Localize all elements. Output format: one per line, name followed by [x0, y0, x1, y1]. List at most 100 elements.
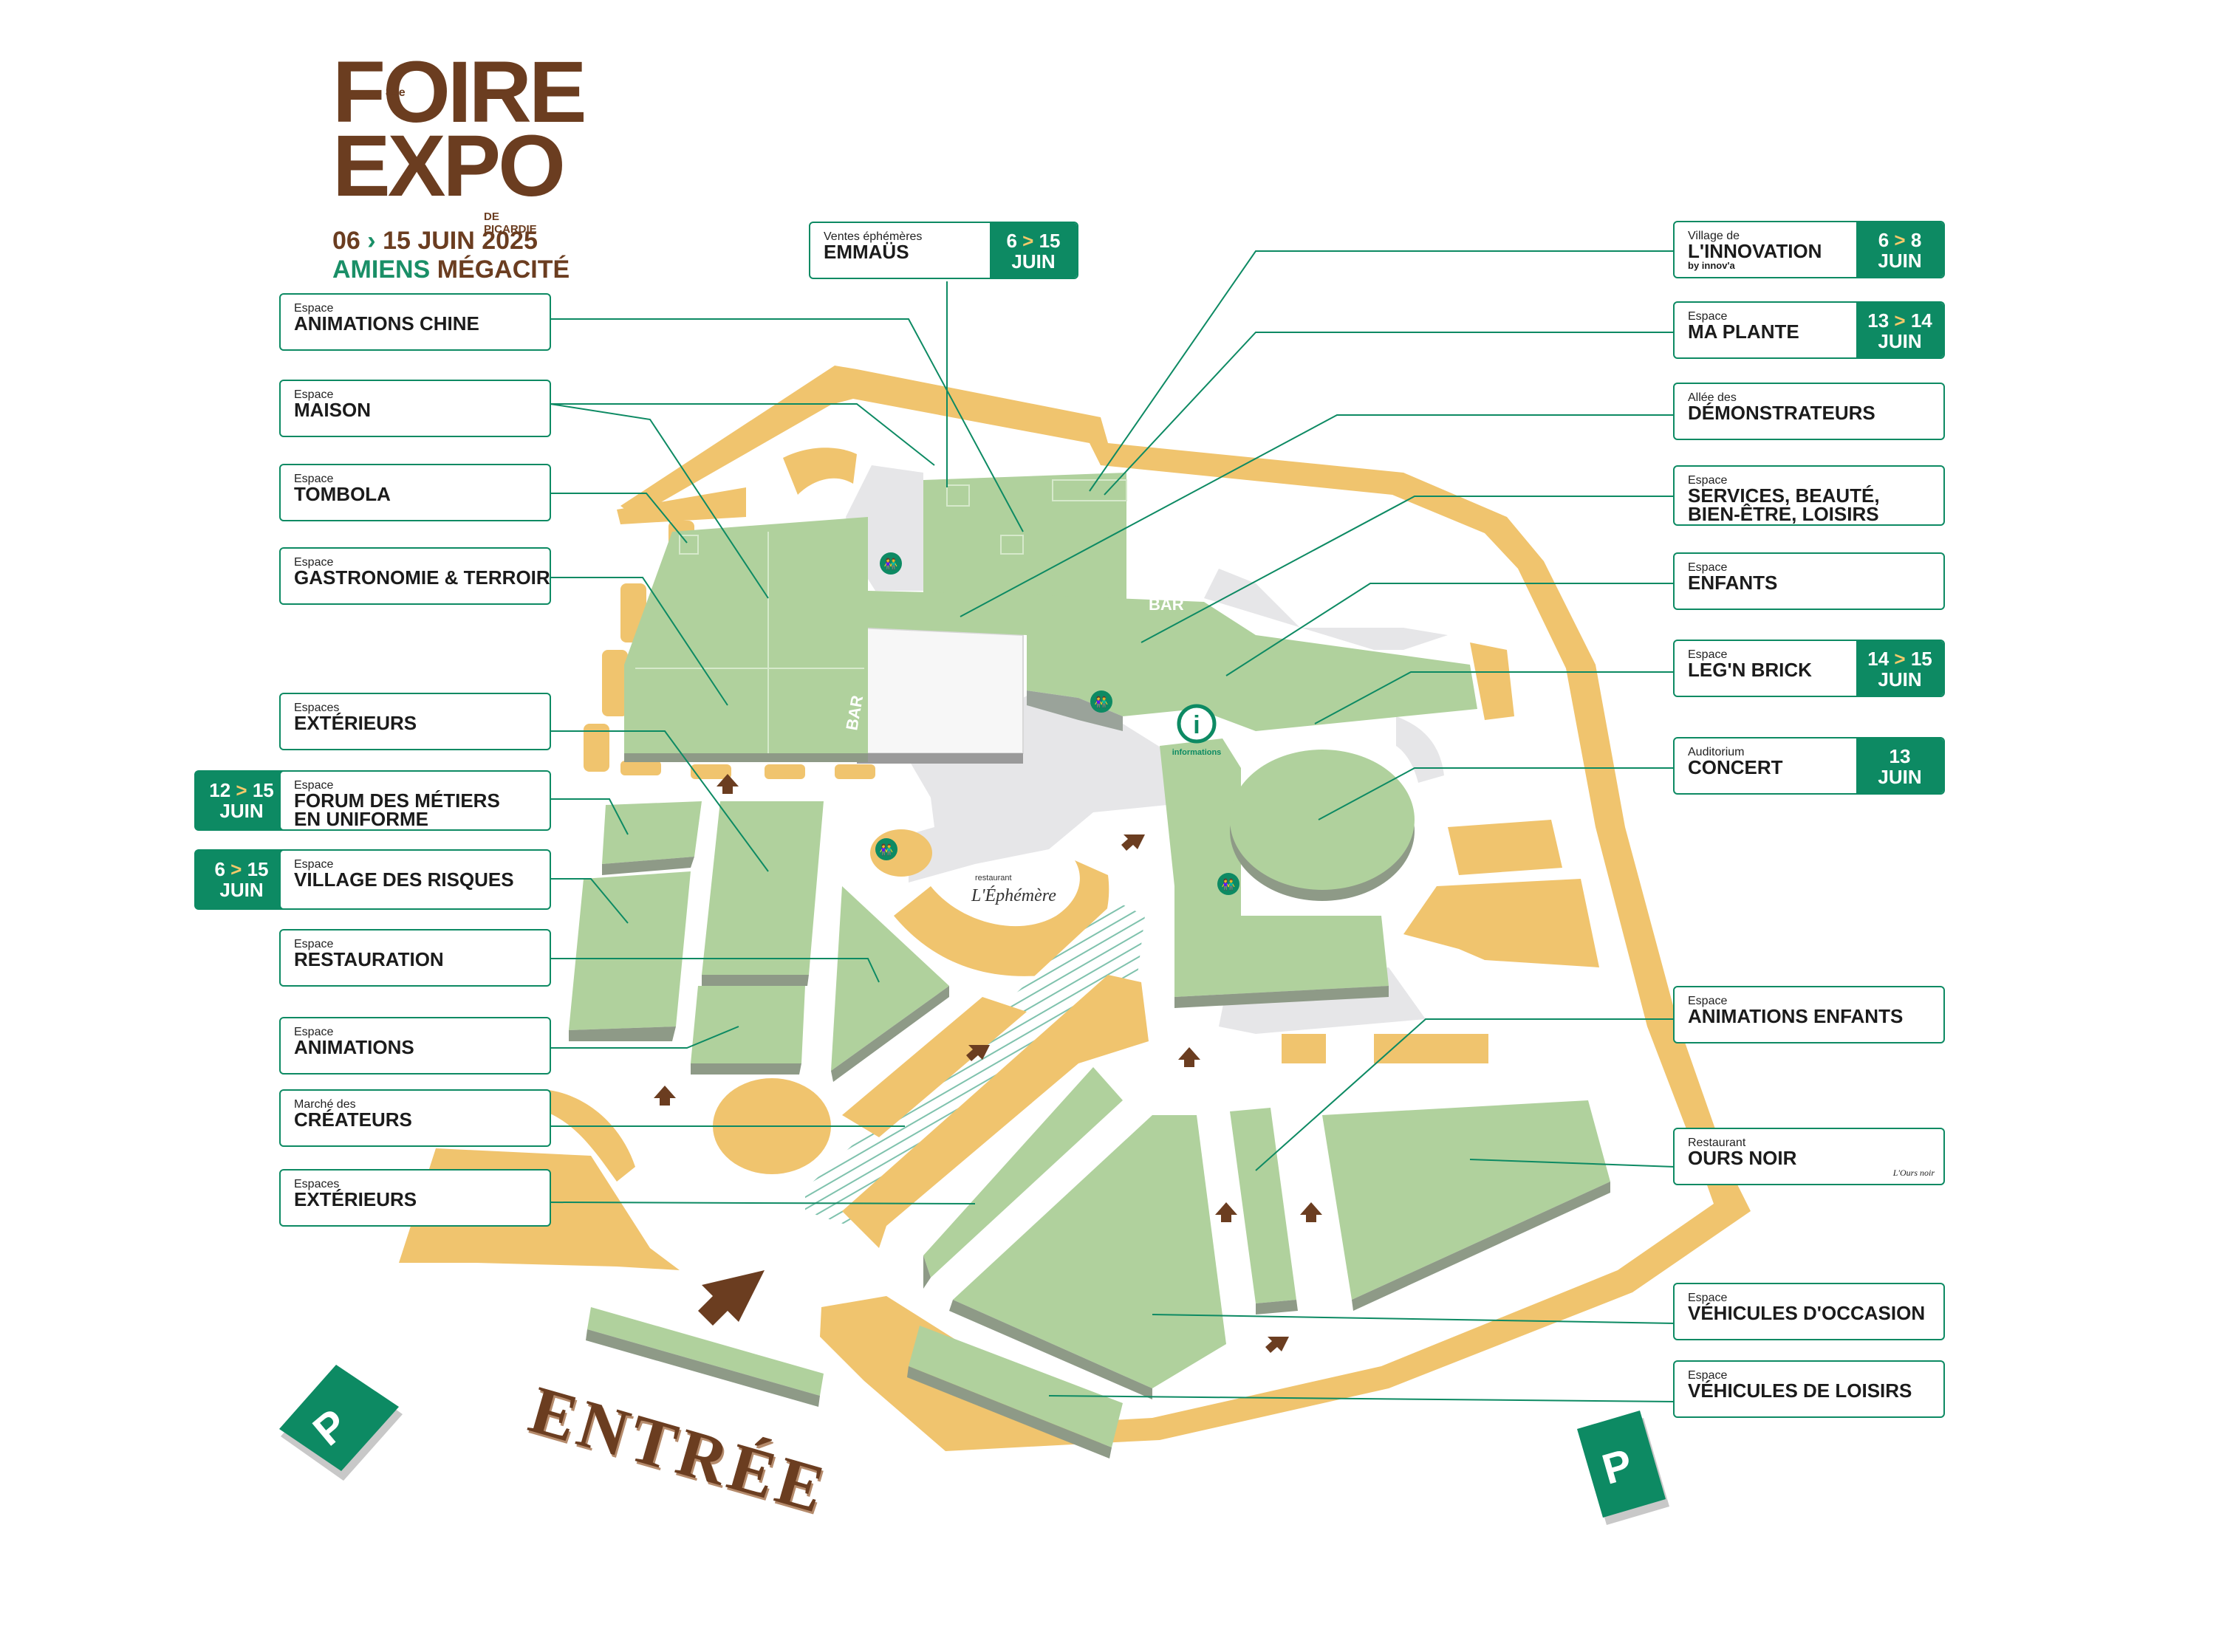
stand-edge	[949, 1300, 1152, 1399]
parking-icon-right	[1577, 1411, 1669, 1525]
date-to: 15	[252, 779, 274, 801]
logo-region: DE PICARDIE	[484, 210, 537, 236]
label-title: GASTRONOMIE & TERROIR	[294, 566, 550, 589]
stand-forum	[602, 801, 702, 864]
concert-auditorium	[1230, 750, 1415, 890]
label-small: Espace	[294, 1026, 334, 1038]
hall-edge	[1027, 690, 1123, 731]
label-small: Village de	[1688, 230, 1740, 242]
label-title: CRÉATEURS	[294, 1108, 412, 1131]
label-small: Marché des	[294, 1098, 356, 1111]
label-exterieurs-1: Espaces EXTÉRIEURS	[279, 693, 551, 750]
white-hall	[856, 626, 1024, 754]
label-title: SERVICES, BEAUTÉ,	[1688, 484, 1880, 507]
label-small: Ventes éphémères	[824, 230, 923, 243]
label-small: Espace	[1688, 561, 1728, 574]
toilets-glyphs: 👫 👫 👫 👫	[880, 558, 1236, 891]
date-from: 13	[1867, 309, 1890, 332]
tan-block	[1282, 1034, 1326, 1063]
entrance-bar	[587, 1307, 824, 1396]
tan-block	[1403, 879, 1599, 967]
label-small: Espace	[294, 556, 334, 569]
stand-ours-noir	[1322, 1100, 1610, 1300]
tan-path	[842, 997, 1027, 1137]
label-title: ANIMATIONS CHINE	[294, 312, 479, 335]
stand-outline	[1000, 535, 1024, 555]
logo-city: AMIENS MÉGACITÉ	[332, 256, 570, 284]
label-animations-chine: Espace ANIMATIONS CHINE	[279, 293, 551, 351]
label-exterieurs-2: Espaces EXTÉRIEURS	[279, 1169, 551, 1227]
label-title: VILLAGE DES RISQUES	[294, 868, 514, 891]
date-arrow-icon: >	[1894, 309, 1906, 332]
date-arrow-icon: >	[1894, 229, 1906, 251]
hall-edge	[624, 753, 868, 762]
tan-arc	[783, 448, 857, 495]
date-month: JUIN	[1878, 766, 1922, 788]
tan-block	[765, 764, 805, 779]
label-title: MA PLANTE	[1688, 321, 1799, 343]
date-arrow-icon: >	[236, 779, 247, 801]
date-from: 6	[1006, 230, 1017, 252]
label-small: Restaurant	[1688, 1137, 1746, 1149]
label-title: ANIMATIONS ENFANTS	[1688, 1005, 1904, 1027]
date-arrow-icon: ›	[367, 227, 376, 255]
stand-edge	[691, 1063, 801, 1075]
svg-text:👫: 👫	[884, 558, 898, 571]
label-title: DÉMONSTRATEURS	[1688, 402, 1875, 424]
date-month: JUIN	[219, 879, 264, 901]
leader-lines	[550, 250, 1675, 1402]
date-from: 14	[1867, 648, 1890, 670]
svg-text:👫: 👫	[880, 843, 894, 857]
label-title: VÉHICULES DE LOISIRS	[1688, 1379, 1912, 1402]
label-title: ANIMATIONS	[294, 1036, 414, 1058]
stand-edge	[923, 1255, 931, 1289]
label-title: VÉHICULES D'OCCASION	[1688, 1302, 1926, 1324]
tan-block	[835, 764, 875, 779]
label-small: Espace	[294, 858, 334, 871]
tan-block	[602, 650, 628, 716]
label-demonstrateurs: Allée des DÉMONSTRATEURS	[1673, 383, 1945, 440]
date-to: 14	[1910, 309, 1932, 332]
label-gastronomie: Espace GASTRONOMIE & TERROIR	[279, 547, 551, 605]
date-month: JUIN	[219, 800, 264, 822]
restaurant-small: restaurant	[975, 874, 1012, 882]
label-enfants: Espace ENFANTS	[1673, 552, 1945, 610]
stand-exterieurs	[702, 801, 824, 975]
label-small: Espaces	[294, 1178, 340, 1190]
date-from: 6	[1878, 229, 1890, 251]
label-animations: Espace ANIMATIONS	[279, 1017, 551, 1075]
tan-block	[620, 761, 661, 775]
stand-animations	[691, 986, 805, 1063]
tan-arc	[894, 860, 1109, 976]
label-title: L'INNOVATION	[1688, 240, 1822, 262]
stand-outline	[946, 484, 970, 507]
date-to: 15	[1039, 230, 1061, 252]
direction-arrows	[654, 774, 1322, 1353]
label-small: Espace	[1688, 648, 1728, 661]
logo-dates-rest: 15 JUIN 2025	[383, 227, 538, 255]
label-tombola: Espace TOMBOLA	[279, 464, 551, 521]
date-to: 8	[1910, 229, 1922, 251]
tan-block	[691, 764, 731, 779]
label-vehicules-loisirs: Espace VÉHICULES DE LOISIRS	[1673, 1360, 1945, 1418]
label-title: FORUM DES MÉTIERS	[294, 789, 500, 812]
label-title: LEG'N BRICK	[1688, 659, 1812, 681]
date-month: JUIN	[1878, 330, 1922, 352]
logo-line2: EXPO	[332, 117, 566, 215]
label-small: Espace	[1688, 474, 1728, 487]
label-small: Espaces	[294, 702, 340, 714]
label-title: TOMBOLA	[294, 483, 391, 505]
label-title: RESTAURATION	[294, 948, 444, 970]
stand-edge	[602, 857, 694, 875]
tan-block	[1470, 642, 1514, 720]
label-title-2: EN UNIFORME	[294, 808, 428, 830]
label-small: Auditorium	[1688, 746, 1745, 758]
stand-anim-enfants	[1230, 1108, 1296, 1303]
label-forum: Espace FORUM DES MÉTIERS EN UNIFORME	[279, 770, 551, 831]
stand-risques	[569, 871, 691, 1030]
stand-outline	[1052, 479, 1127, 501]
